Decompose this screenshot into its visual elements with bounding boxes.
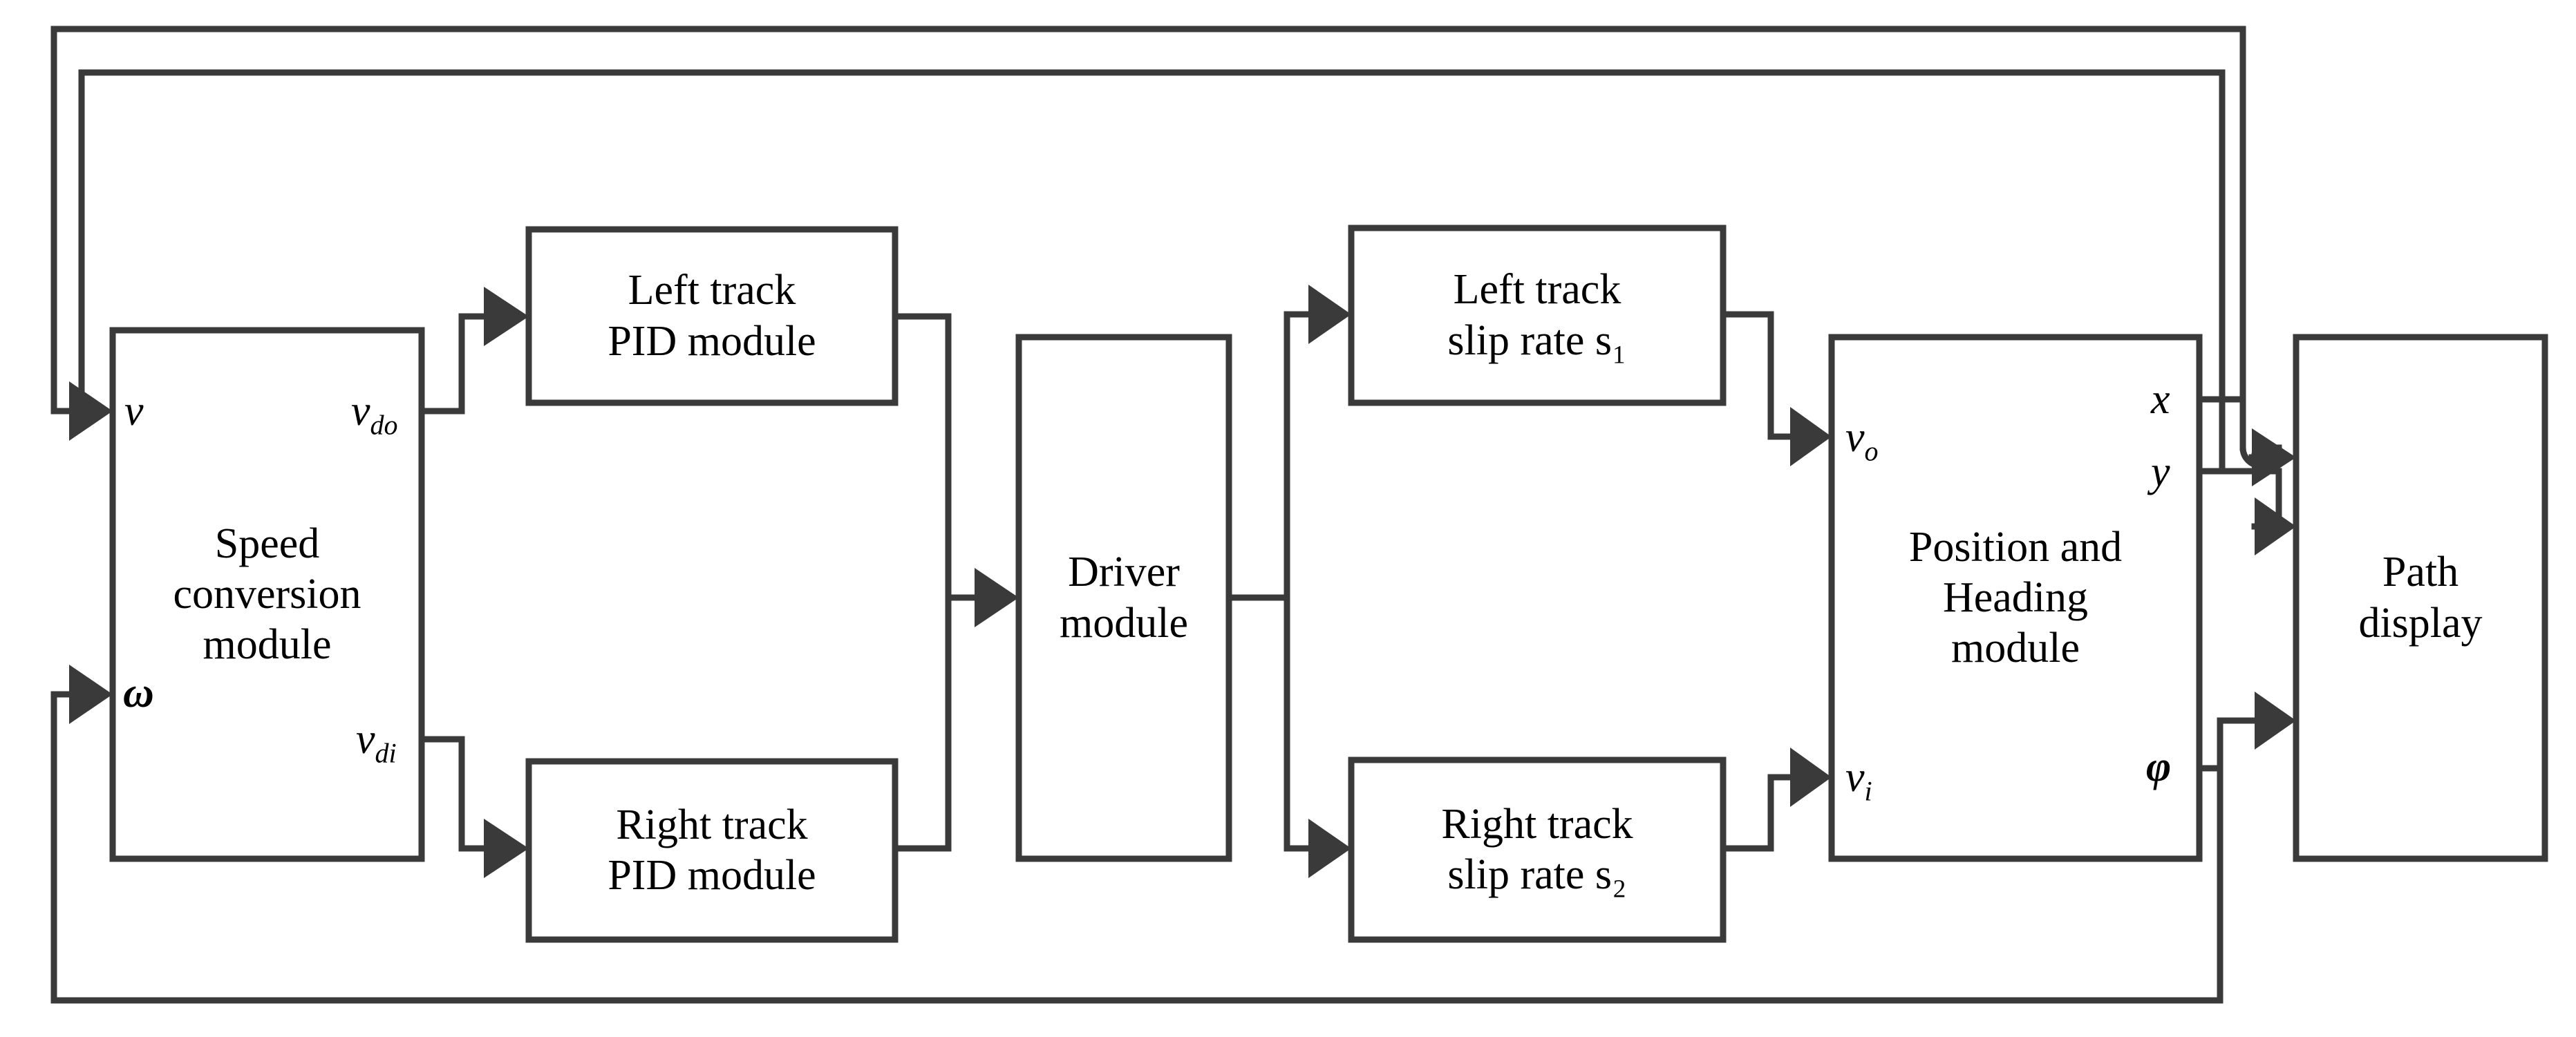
port-label-omega: ω bbox=[123, 669, 154, 716]
arrowhead-right-slip-input bbox=[1308, 819, 1351, 878]
port-label-y: y bbox=[2151, 448, 2170, 495]
arrowhead-vo-input bbox=[1790, 407, 1832, 466]
wire-right-slip-to-vi bbox=[1720, 774, 1794, 852]
block-speed-conversion[interactable] bbox=[109, 327, 425, 862]
arrowhead-right-pid-input bbox=[484, 819, 529, 878]
arrowheads-layer bbox=[69, 285, 2296, 878]
wire-driver-to-left-slip bbox=[1225, 311, 1312, 601]
arrowhead-vi-input bbox=[1790, 748, 1832, 807]
block-path-display[interactable] bbox=[2293, 334, 2548, 862]
arrowhead-path-display-input-y bbox=[2255, 497, 2296, 555]
port-label-v-o: vo bbox=[1845, 413, 1879, 467]
block-right-slip[interactable] bbox=[1348, 757, 1727, 943]
port-label-v-do: vdo bbox=[351, 387, 398, 441]
wire-vdo-to-left-pid bbox=[418, 313, 487, 415]
arrowhead-path-display-input-x bbox=[2252, 428, 2296, 486]
arrowhead-driver-input bbox=[975, 568, 1019, 627]
port-label-x: x bbox=[2151, 376, 2170, 423]
block-position-heading[interactable] bbox=[1828, 334, 2203, 862]
arrowhead-v-input bbox=[69, 381, 113, 441]
port-label-phi: φ bbox=[2146, 743, 2172, 790]
arrowhead-left-slip-input bbox=[1308, 285, 1351, 344]
arrowhead-path-display-input-phi bbox=[2255, 692, 2296, 750]
port-label-v-o-sub: o bbox=[1864, 435, 1879, 467]
port-label-v-di-sub: di bbox=[375, 737, 397, 769]
wire-right-pid-to-driver bbox=[892, 594, 952, 852]
block-left-slip[interactable] bbox=[1348, 225, 1727, 406]
block-left-pid[interactable] bbox=[525, 226, 899, 406]
wire-left-pid-to-driver bbox=[892, 313, 978, 601]
wire-phi-feedback-bottom bbox=[50, 691, 2224, 1004]
port-label-v-do-base: v bbox=[351, 388, 370, 435]
block-right-pid[interactable] bbox=[525, 758, 899, 943]
port-label-v-o-base: v bbox=[1845, 414, 1865, 461]
port-label-v: v bbox=[124, 388, 144, 435]
port-label-v-i-base: v bbox=[1845, 754, 1865, 801]
wire-x-feedback-outer bbox=[50, 26, 2246, 415]
port-label-v-di: vdi bbox=[356, 715, 397, 769]
port-label-v-do-sub: do bbox=[370, 409, 398, 441]
arrowhead-omega-input bbox=[69, 665, 113, 724]
wire-left-slip-to-vo bbox=[1720, 311, 1794, 440]
block-driver[interactable] bbox=[1015, 334, 1232, 862]
wire-vdi-to-right-pid bbox=[418, 736, 487, 852]
port-label-v-i: vi bbox=[1845, 753, 1872, 807]
port-label-v-i-sub: i bbox=[1864, 775, 1872, 807]
wire-driver-to-right-slip bbox=[1284, 594, 1312, 852]
port-label-v-di-base: v bbox=[356, 716, 375, 763]
arrowhead-left-pid-input bbox=[484, 287, 529, 346]
wire-phi-to-path-display bbox=[2196, 717, 2258, 772]
